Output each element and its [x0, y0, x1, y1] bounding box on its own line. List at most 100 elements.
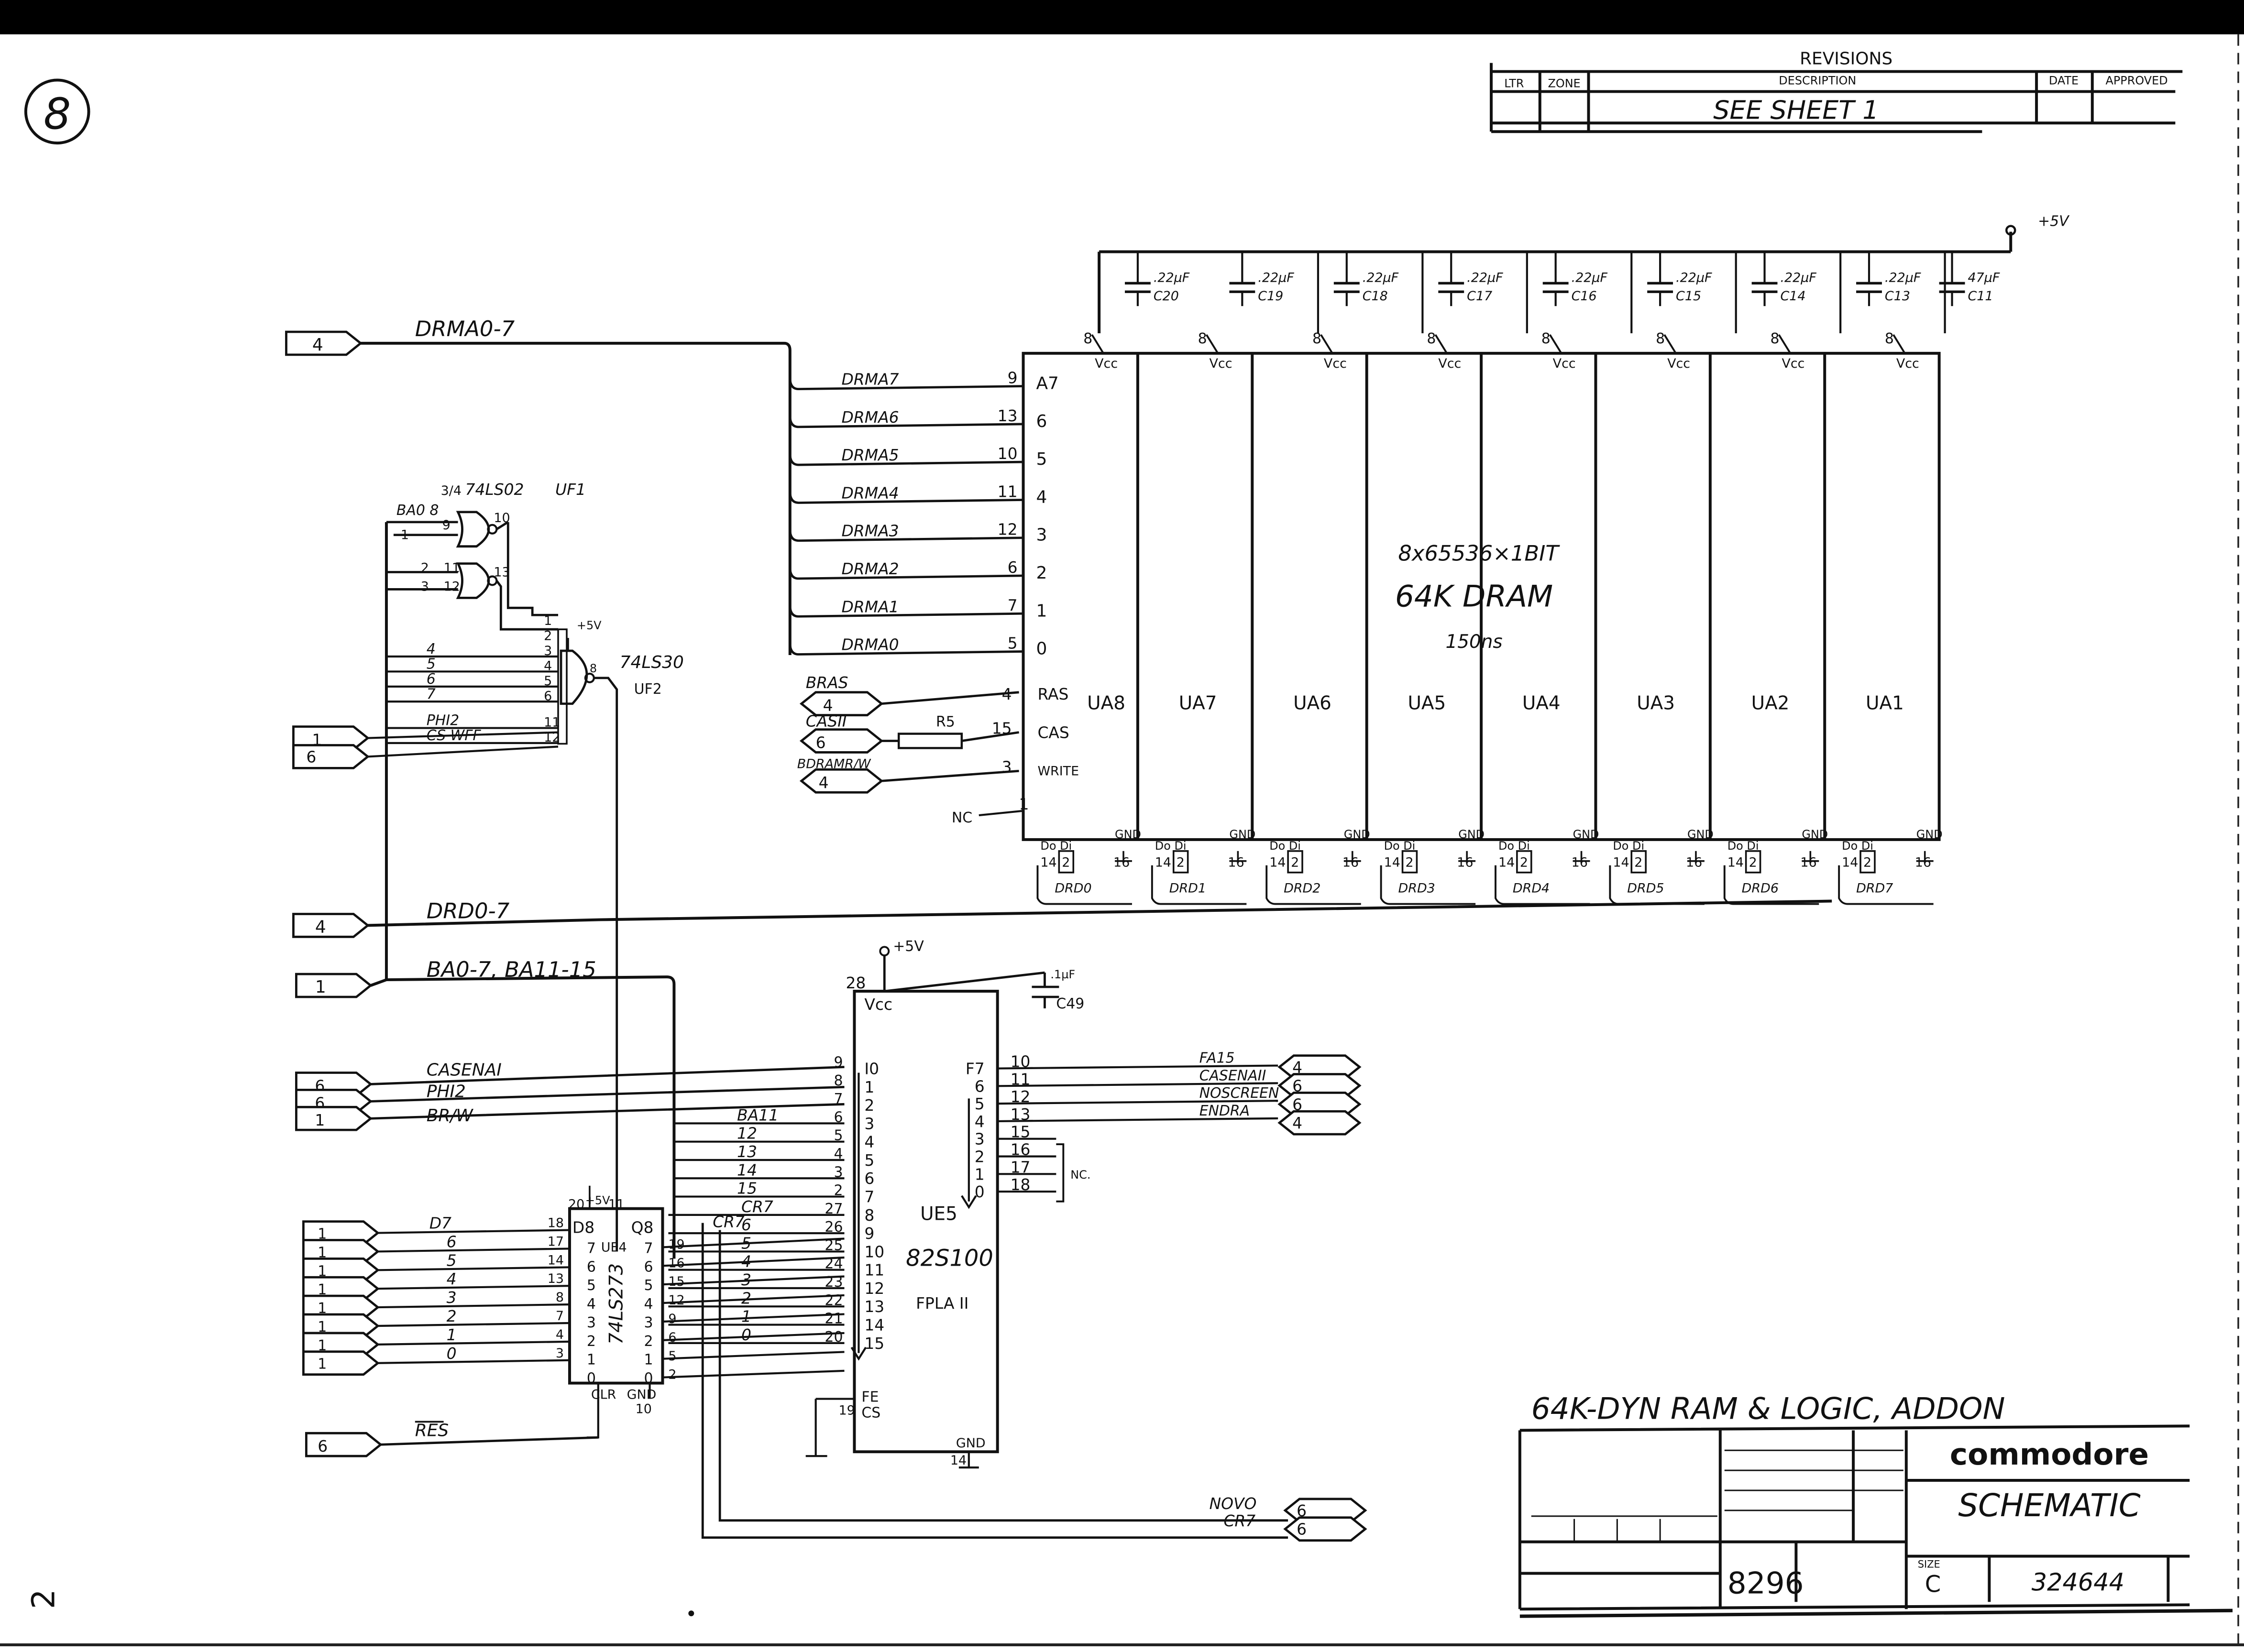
- ue5-in-net-15: 0: [741, 1325, 751, 1344]
- addr-net-drma4: DRMA4: [842, 483, 899, 502]
- svg-text:3: 3: [421, 579, 429, 594]
- svg-text:0: 0: [975, 1182, 985, 1201]
- ue5-in-net-3: BA11: [737, 1105, 779, 1124]
- svg-text:Vcc: Vcc: [864, 995, 892, 1014]
- svg-text:I0: I0: [864, 1060, 879, 1078]
- svg-text:2: 2: [544, 629, 552, 644]
- svg-text:4: 4: [819, 773, 829, 792]
- svg-text:10: 10: [998, 444, 1018, 463]
- svg-text:12: 12: [998, 520, 1018, 539]
- svg-text:1: 1: [864, 1078, 874, 1096]
- svg-text:4: 4: [834, 1146, 843, 1162]
- drma-bus-label: DRMA0-7: [415, 316, 515, 341]
- svg-text:GND: GND: [1458, 828, 1485, 841]
- dram-chip-ua3: UA3: [1637, 693, 1675, 714]
- svg-text:.22µF: .22µF: [1467, 270, 1503, 285]
- ue4-in-net-7: 0: [447, 1344, 457, 1363]
- svg-text:2: 2: [644, 1333, 653, 1350]
- svg-text:6: 6: [587, 1258, 596, 1275]
- svg-text:GND: GND: [1916, 828, 1943, 841]
- svg-text:2: 2: [1291, 855, 1299, 870]
- svg-text:8: 8: [864, 1206, 874, 1225]
- addr-net-drma5: DRMA5: [842, 446, 899, 464]
- cap-c16: C16: [1572, 289, 1597, 304]
- svg-text:GND: GND: [1344, 828, 1370, 841]
- cap-c19: C19: [1258, 289, 1283, 304]
- svg-text:6: 6: [1292, 1095, 1302, 1114]
- svg-text:GND: GND: [627, 1388, 657, 1402]
- svg-text:1: 1: [318, 1281, 327, 1298]
- dram-vcc-label: Vcc: [1782, 356, 1804, 371]
- svg-text:6: 6: [1008, 558, 1018, 577]
- ue5-out-net-0: FA15: [1199, 1050, 1235, 1067]
- cap-c11: C11: [1968, 289, 1993, 304]
- revision-entry: SEE SHEET 1: [1713, 95, 1879, 125]
- svg-text:2: 2: [587, 1333, 596, 1350]
- svg-text:SIZE: SIZE: [1918, 1559, 1940, 1570]
- ue5-out-net-2: NOSCREEN: [1199, 1085, 1279, 1102]
- svg-text:GND: GND: [1687, 828, 1714, 841]
- svg-text:5: 5: [668, 1349, 676, 1364]
- svg-text:16: 16: [1457, 855, 1473, 870]
- svg-text:8: 8: [590, 662, 597, 675]
- svg-text:.22µF: .22µF: [1572, 270, 1608, 285]
- svg-text:PHI2: PHI2: [427, 712, 459, 729]
- svg-text:14: 14: [1727, 855, 1744, 870]
- svg-text:8: 8: [1312, 330, 1321, 347]
- svg-text:1: 1: [644, 1352, 653, 1368]
- ue4-in-net-4: 3: [447, 1288, 457, 1307]
- ue5-in-net-7: 15: [737, 1179, 757, 1198]
- svg-text:8: 8: [556, 1290, 564, 1305]
- doc-number: 324644: [2032, 1568, 2124, 1596]
- addr-net-drma3: DRMA3: [842, 522, 899, 540]
- resistor-r5: [897, 733, 963, 749]
- svg-text:1: 1: [318, 1337, 327, 1354]
- svg-text:16: 16: [668, 1256, 684, 1270]
- svg-text:1: 1: [401, 528, 409, 543]
- addr-net-drma7: DRMA7: [842, 370, 899, 389]
- svg-text:7: 7: [644, 1240, 653, 1257]
- svg-text:DATE: DATE: [2049, 74, 2079, 87]
- svg-text:GND: GND: [956, 1436, 986, 1451]
- svg-text:6: 6: [644, 1258, 653, 1275]
- ue5-part: 82S100: [906, 1245, 993, 1271]
- svg-text:12: 12: [864, 1279, 884, 1298]
- svg-text:.22µF: .22µF: [1363, 270, 1399, 285]
- ue4-in-net-0: D7: [429, 1214, 451, 1233]
- drawing-title: 64K-DYN RAM & LOGIC, ADDON: [1531, 1391, 2005, 1426]
- svg-text:2: 2: [1036, 563, 1047, 583]
- svg-text:74LS30: 74LS30: [620, 653, 684, 672]
- svg-text:2: 2: [1062, 855, 1070, 870]
- svg-text:.22µF: .22µF: [1258, 270, 1294, 285]
- doc-type: SCHEMATIC: [1958, 1487, 2140, 1524]
- svg-text:3: 3: [556, 1346, 564, 1361]
- svg-text:5: 5: [834, 1127, 843, 1144]
- svg-text:4: 4: [315, 917, 326, 937]
- addr-net-drma6: DRMA6: [842, 408, 899, 427]
- svg-text:4: 4: [644, 1296, 653, 1313]
- svg-text:A7: A7: [1036, 374, 1058, 394]
- svg-text:8: 8: [1541, 330, 1551, 347]
- svg-text:BA0 8: BA0 8: [396, 502, 439, 519]
- corner-mark: 2: [25, 1589, 62, 1609]
- svg-text:UE4: UE4: [601, 1240, 627, 1255]
- ras-net: BRAS: [806, 673, 848, 692]
- ba-bus-label: BA0-7, BA11-15: [427, 957, 596, 982]
- uf2-nand: +5V 74LS30 UF2 8 1243546576PHI211CS WFF1…: [293, 613, 684, 1252]
- svg-text:4: 4: [1002, 685, 1012, 703]
- svg-text:3: 3: [1036, 525, 1047, 545]
- novo-cr7-output: NOVO CR7 6 6: [701, 1223, 1365, 1541]
- svg-text:0: 0: [644, 1370, 653, 1387]
- svg-text:14: 14: [1613, 855, 1629, 870]
- svg-text:18: 18: [548, 1216, 564, 1231]
- svg-text:14: 14: [548, 1253, 564, 1268]
- svg-text:1: 1: [1019, 795, 1029, 813]
- ue5-in-net-4: 12: [737, 1124, 757, 1143]
- svg-text:5: 5: [587, 1277, 596, 1294]
- svg-text:14: 14: [1498, 855, 1515, 870]
- drd-bus-label: DRD0-7: [427, 898, 510, 923]
- svg-text:3: 3: [587, 1314, 596, 1331]
- svg-text:5: 5: [644, 1277, 653, 1294]
- svg-text:CS: CS: [861, 1404, 880, 1421]
- svg-text:4: 4: [1292, 1058, 1302, 1077]
